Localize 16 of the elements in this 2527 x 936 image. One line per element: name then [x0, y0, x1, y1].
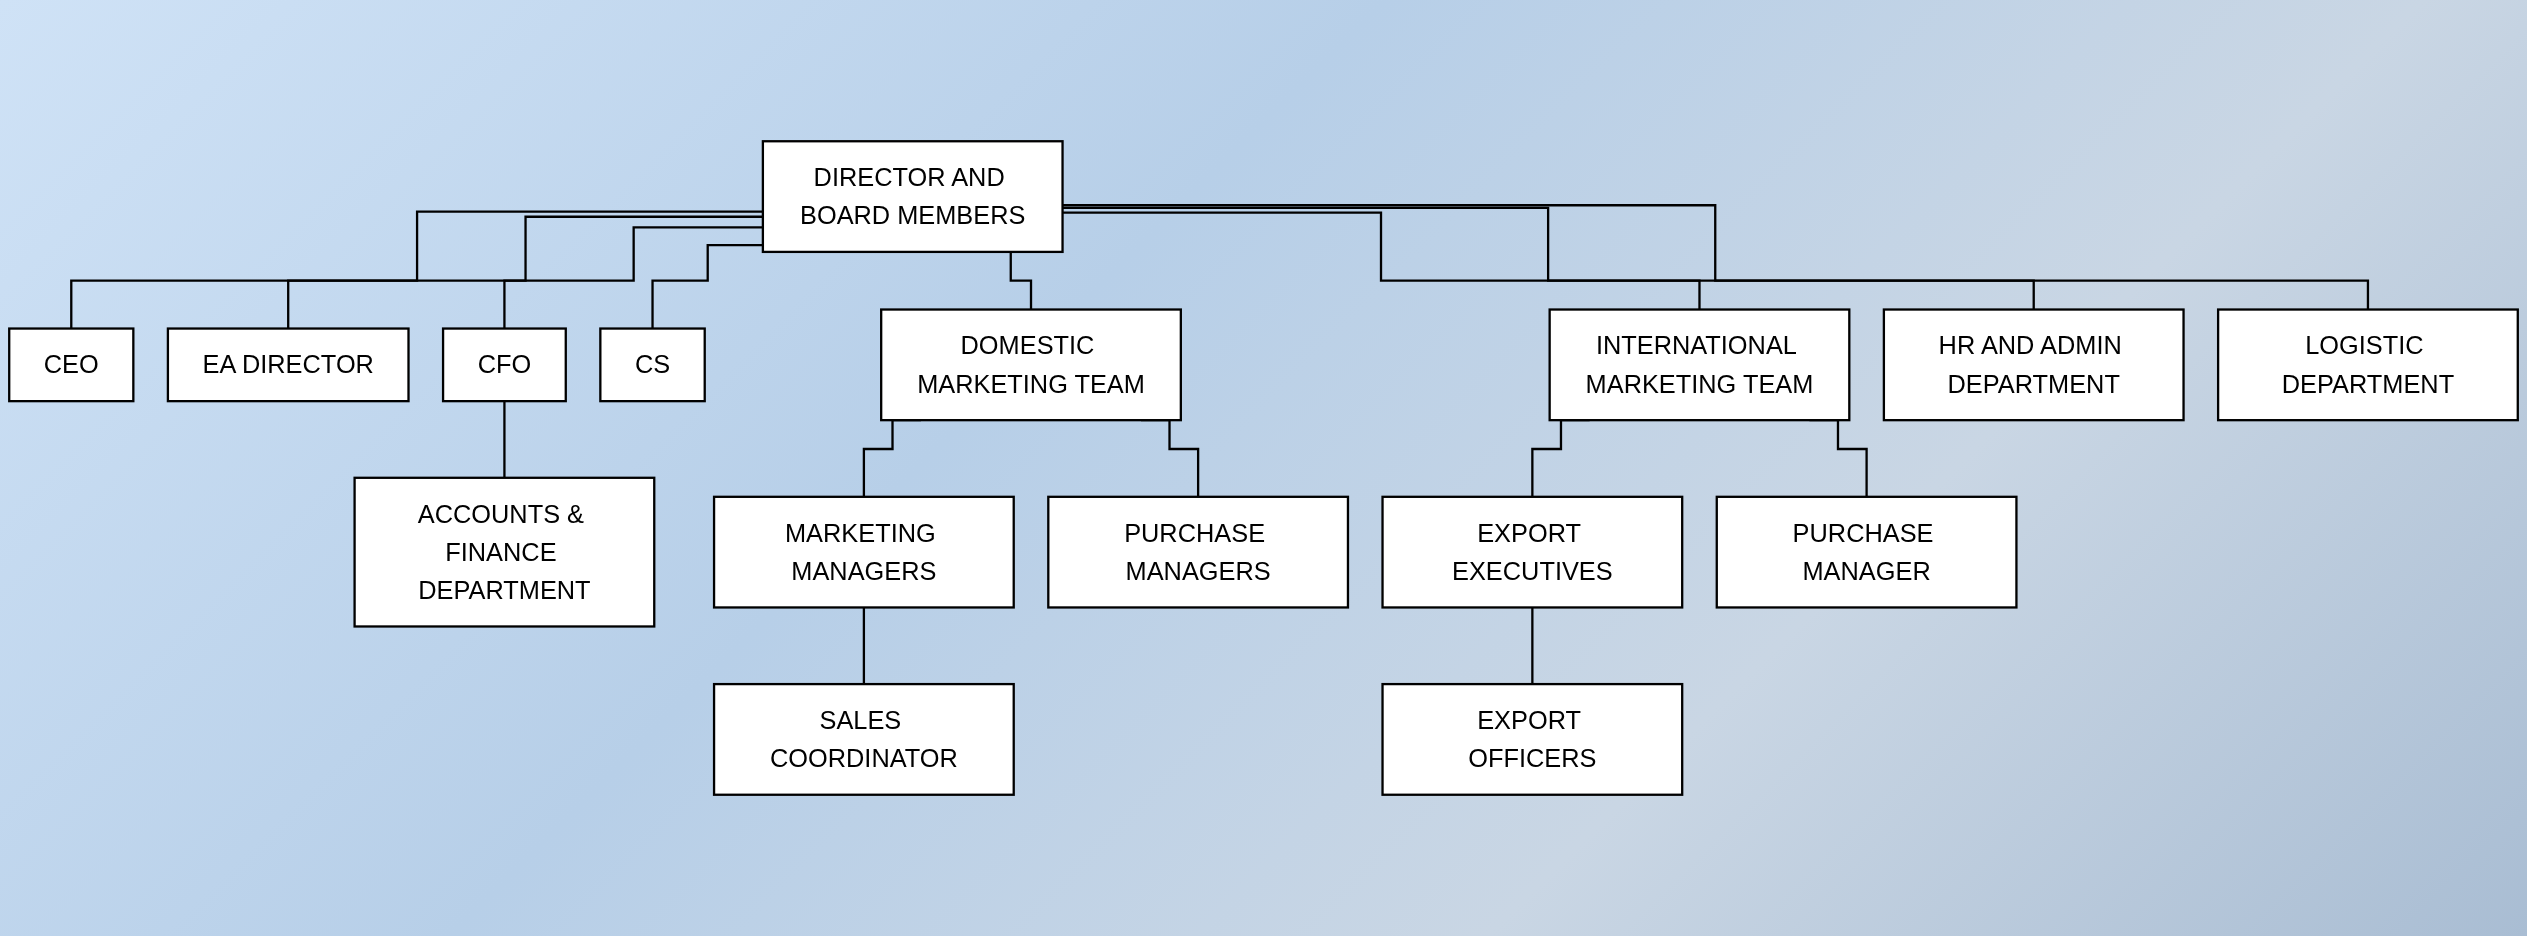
node-box: ACCOUNTS & FINANCE DEPARTMENT — [353, 476, 656, 628]
node-box: CFO — [441, 327, 567, 403]
node-box: SALES COORDINATOR — [712, 682, 1015, 796]
node-box: MARKETING MANAGERS — [712, 495, 1015, 609]
node-box: EXPORT OFFICERS — [1381, 682, 1684, 796]
node-box: HR AND ADMIN DEPARTMENT — [1882, 308, 2185, 422]
node-box: LOGISTIC DEPARTMENT — [2216, 308, 2519, 422]
node-box: CEO — [8, 327, 135, 403]
node-box: PURCHASE MANAGERS — [1047, 495, 1350, 609]
node-box: DOMESTIC MARKETING TEAM — [880, 308, 1182, 422]
node-box: DIRECTOR AND BOARD MEMBERS — [761, 140, 1064, 254]
node-box: EXPORT EXECUTIVES — [1381, 495, 1684, 609]
node-box: CS — [599, 327, 706, 403]
node-box: PURCHASE MANAGER — [1715, 495, 2018, 609]
node-box: EA DIRECTOR — [166, 327, 410, 403]
node-box: INTERNATIONAL MARKETING TEAM — [1548, 308, 1851, 422]
